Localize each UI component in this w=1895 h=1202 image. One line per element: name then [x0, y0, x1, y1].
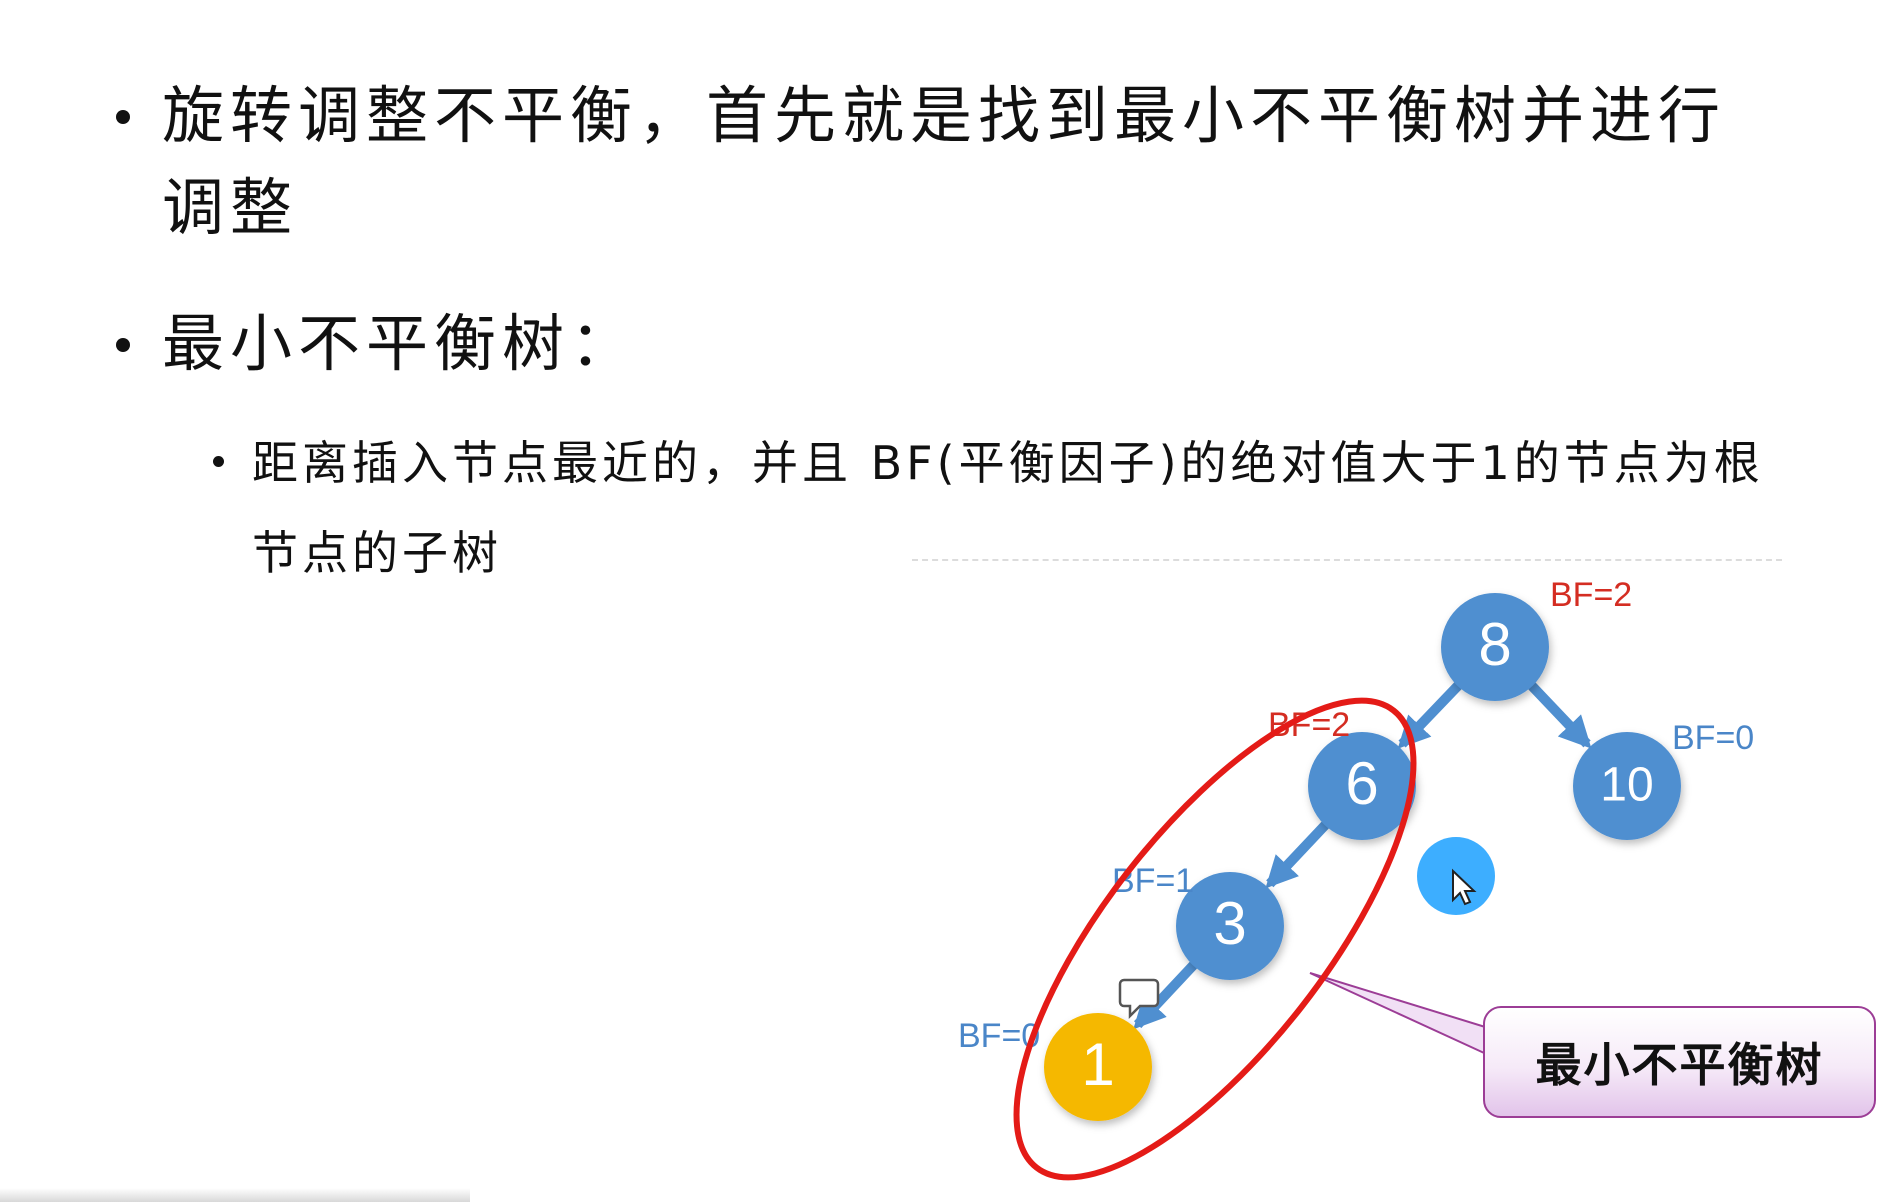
tree-node-label: 6	[1345, 750, 1378, 817]
tree-node-10: 10	[1573, 732, 1681, 840]
tree-node-circle	[1441, 593, 1549, 701]
sub-bullet-text: 距离插入节点最近的，并且 BF(平衡因子)的绝对值大于1的节点为根节点的子树	[252, 436, 1764, 580]
callout-pointer	[1309, 972, 1496, 1060]
bullet-min-unbalanced: 最小不平衡树：	[116, 298, 638, 390]
bf-label: BF=1	[1112, 862, 1194, 900]
tree-node-circle	[1044, 1013, 1152, 1121]
sub-bullet-definition: 距离插入节点最近的，并且 BF(平衡因子)的绝对值大于1的节点为根节点的子树	[213, 418, 1783, 598]
callout-text: 最小不平衡树	[1535, 1038, 1824, 1092]
cursor-icon	[1417, 837, 1495, 915]
tree-edge-n8-n10	[1525, 679, 1592, 749]
bottom-edge	[0, 1188, 470, 1202]
callout-label: 最小不平衡树	[1483, 1006, 1876, 1118]
tree-edge-n3-n1	[1133, 959, 1200, 1030]
tree-node-label: 8	[1478, 611, 1511, 678]
tree-node-label: 10	[1600, 759, 1653, 812]
bullet-rotation: 旋转调整不平衡，首先就是找到最小不平衡树并进行调整	[116, 70, 1796, 254]
tree-edge-n6-n3	[1265, 818, 1332, 889]
tree-node-circle	[1176, 872, 1284, 980]
bf-label: BF=0	[1672, 719, 1754, 757]
comment-icon	[1118, 978, 1160, 1020]
tree-node-label: 1	[1081, 1031, 1114, 1098]
tree-node-6: 6	[1308, 732, 1416, 840]
tree-node-8: 8	[1441, 593, 1549, 701]
tree-node-circle	[1308, 732, 1416, 840]
tree-node-1: 1	[1044, 1013, 1152, 1121]
bullet-text: 旋转调整不平衡，首先就是找到最小不平衡树并进行调整	[162, 79, 1727, 244]
bullet-text: 最小不平衡树：	[162, 307, 639, 380]
sub-bullet-dot	[213, 456, 224, 467]
bullet-dot	[116, 338, 130, 352]
tree-node-label: 3	[1213, 890, 1246, 957]
dashed-divider	[912, 559, 1782, 561]
tree-node-circle	[1573, 732, 1681, 840]
bf-label: BF=2	[1550, 576, 1632, 614]
bullet-dot	[116, 110, 130, 124]
tree-node-3: 3	[1176, 872, 1284, 980]
highlight-ellipse	[1013, 697, 1417, 1181]
